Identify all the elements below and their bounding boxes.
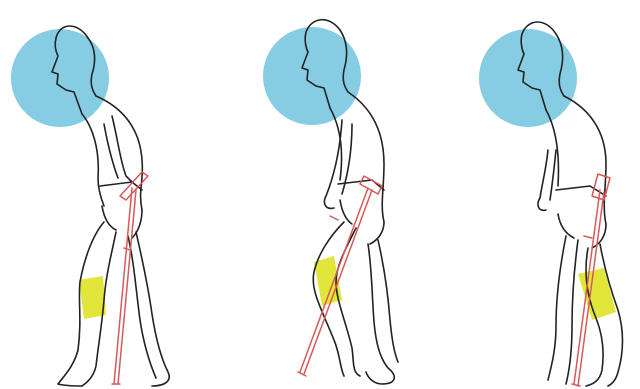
step-1-crutch (112, 172, 148, 384)
step-3-figure (479, 22, 623, 386)
step-1-figure (11, 26, 169, 386)
step-3-head-circle (479, 29, 577, 127)
step-2-figure (263, 20, 398, 384)
step-2-head-circle (263, 27, 361, 125)
step-1-head-circle (11, 29, 109, 127)
step-2-crutch (298, 176, 382, 376)
step-1-knee-highlight (79, 276, 106, 319)
